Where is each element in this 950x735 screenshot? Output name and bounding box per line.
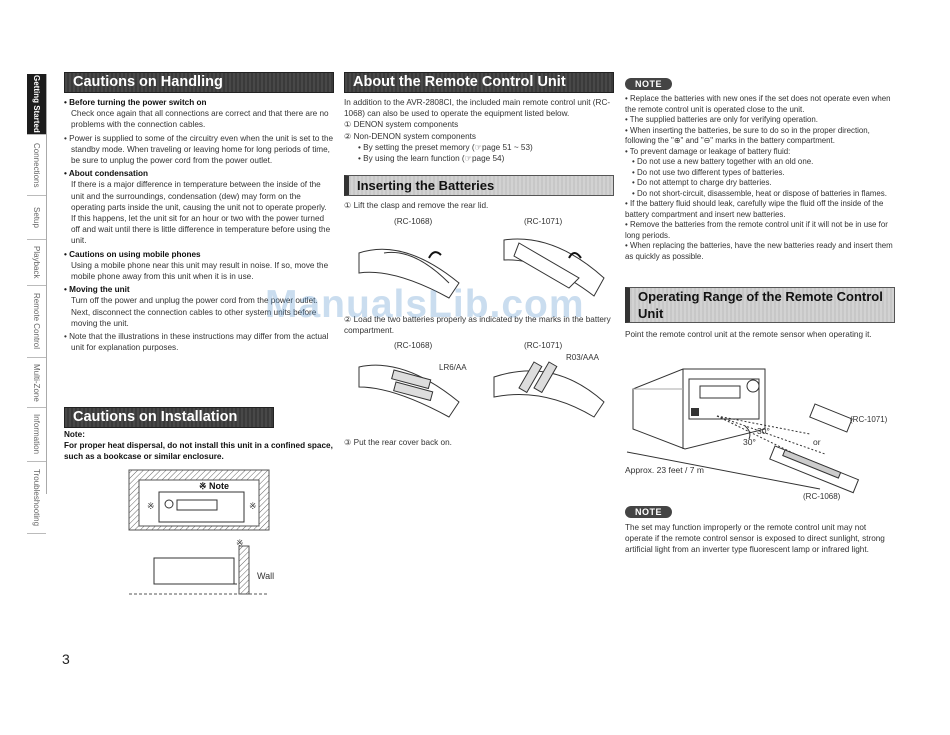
- tab-information[interactable]: Information: [27, 408, 46, 462]
- tab-label: Connections: [32, 142, 41, 188]
- tab-label: Multi-Zone: [32, 363, 41, 402]
- model-label-rc1068: (RC-1068): [394, 341, 433, 350]
- tab-label: Setup: [32, 207, 41, 228]
- wall-label: Wall: [257, 571, 274, 581]
- section-tabs: Getting Started Connections Setup Playba…: [27, 74, 47, 534]
- range-text: Point the remote control unit at the rem…: [625, 330, 872, 339]
- handling-item-text: • Power is supplied to some of the circu…: [64, 133, 334, 166]
- section-heading-remote: About the Remote Control Unit: [344, 72, 614, 93]
- model-label-rc1068: (RC-1068): [803, 492, 841, 501]
- section-heading-handling: Cautions on Handling: [64, 72, 334, 93]
- tab-label: Troubleshooting: [32, 468, 41, 527]
- note-item: • When replacing the batteries, have the…: [625, 241, 893, 261]
- model-label-rc1071: (RC-1071): [524, 341, 563, 350]
- handling-item-heading: • About condensation: [64, 169, 148, 179]
- remote-intro: In addition to the AVR-2808CI, the inclu…: [344, 98, 611, 119]
- handling-item-heading: • Before turning the power switch on: [64, 98, 207, 107]
- tab-label: Playback: [32, 246, 41, 279]
- model-label-rc1071: (RC-1071): [850, 415, 888, 424]
- note-item: • To prevent damage or leakage of batter…: [625, 146, 791, 156]
- note-item: • If the battery fluid should leak, care…: [625, 199, 884, 219]
- remote-list-item: ① DENON system components: [344, 120, 459, 130]
- battery-figure-load: LR6/AA R03/AAA: [358, 353, 605, 418]
- handling-item-heading: • Moving the unit: [64, 285, 130, 295]
- model-label-rc1071: (RC-1071): [524, 217, 563, 226]
- note-badge: NOTE: [625, 78, 673, 90]
- handling-item-heading: • Cautions on using mobile phones: [64, 249, 201, 259]
- handling-item-text: Using a mobile phone near this unit may …: [71, 260, 329, 282]
- column-left: Cautions on Handling • Before turning th…: [64, 72, 334, 595]
- battery-type-r03: R03/AAA: [566, 353, 600, 362]
- handling-item-text: • Note that the illustrations in these i…: [64, 332, 329, 353]
- section-heading-range: Operating Range of the Remote Control Un…: [625, 287, 895, 323]
- note-item: • When inserting the batteries, be sure …: [625, 125, 870, 146]
- remote-sub-item: • By setting the preset memory (☞page 51…: [358, 142, 533, 152]
- battery-type-lr6: LR6/AA: [439, 363, 467, 372]
- handling-item-text: If this happens, let the unit sit for an…: [71, 214, 331, 246]
- handling-item-text: If there is a major difference in temper…: [71, 180, 327, 212]
- remote-list-item: ② Non-DENON system components: [344, 131, 477, 141]
- tab-label: Information: [32, 414, 41, 455]
- distance-label: Approx. 23 feet / 7 m: [625, 465, 704, 475]
- tab-setup[interactable]: Setup: [27, 196, 46, 240]
- figure-mark: ※: [236, 538, 244, 548]
- handling-item-text: Check once again that all connections ar…: [71, 109, 329, 130]
- column-middle: About the Remote Control Unit In additio…: [344, 72, 614, 447]
- figure-note-label: ※ Note: [199, 481, 229, 491]
- installation-note-text: For proper heat dispersal, do not instal…: [64, 441, 333, 462]
- handling-item-text: Next, disconnect the connection cables t…: [71, 307, 317, 328]
- column-right: NOTE • Replace the batteries with new on…: [625, 74, 895, 554]
- battery-figure-open: [358, 238, 605, 299]
- handling-item-text: Turn off the power and unplug the power …: [71, 296, 318, 306]
- section-heading-installation: Cautions on Installation: [64, 407, 274, 428]
- note-item: • The supplied batteries are only for ve…: [625, 115, 818, 124]
- tab-remote-control[interactable]: Remote Control: [27, 286, 46, 358]
- tab-multi-zone[interactable]: Multi-Zone: [27, 358, 46, 408]
- tab-getting-started[interactable]: Getting Started: [27, 74, 46, 135]
- tab-playback[interactable]: Playback: [27, 240, 46, 286]
- angle-label: 30°: [757, 426, 770, 436]
- battery-step-1: ① Lift the clasp and remove the rear lid…: [344, 201, 489, 210]
- range-figure: 30° 30° (RC-1071) or Approx. 23 feet / 7…: [625, 368, 888, 501]
- figure-mark: ※: [249, 501, 257, 511]
- battery-step-2: ② Load the two batteries properly as ind…: [344, 315, 611, 336]
- note-sub-item: • Do not use a new battery together with…: [632, 157, 814, 166]
- battery-step-3: ③ Put the rear cover back on.: [344, 438, 452, 447]
- note-sub-item: • Do not short-circuit, disassemble, hea…: [632, 188, 887, 198]
- remote-sub-item: • By using the learn function (☞page 54): [358, 154, 505, 164]
- section-heading-batteries: Inserting the Batteries: [344, 175, 614, 196]
- tab-label: Getting Started: [32, 75, 41, 133]
- tab-troubleshooting[interactable]: Troubleshooting: [27, 462, 46, 534]
- installation-figure: ※ ※ ※ Note ※ Wall: [128, 469, 274, 595]
- installation-note-label: Note:: [64, 430, 85, 439]
- note-item: • Remove the batteries from the remote c…: [625, 220, 888, 240]
- note-text: The set may function improperly or the r…: [625, 523, 885, 555]
- tab-connections[interactable]: Connections: [27, 135, 46, 196]
- angle-label: 30°: [743, 437, 756, 447]
- note-badge: NOTE: [625, 506, 673, 518]
- or-label: or: [813, 437, 821, 447]
- model-label-rc1068: (RC-1068): [394, 217, 433, 226]
- page-number: 3: [62, 651, 70, 667]
- note-sub-item: • Do not attempt to charge dry batteries…: [632, 178, 772, 187]
- tab-label: Remote Control: [32, 293, 41, 350]
- note-item: • Replace the batteries with new ones if…: [625, 94, 891, 114]
- watermark: ManualsLib.com: [265, 283, 585, 326]
- figure-mark: ※: [147, 501, 155, 511]
- note-sub-item: • Do not use two different types of batt…: [632, 167, 785, 177]
